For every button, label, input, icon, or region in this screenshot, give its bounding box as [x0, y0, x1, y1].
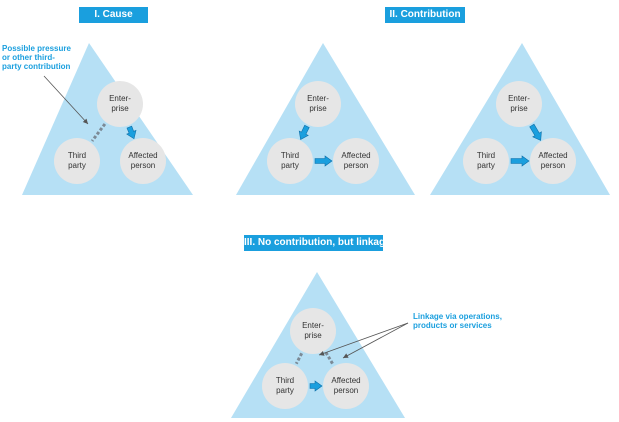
panel-2-node-affected-label-1: Affected — [341, 151, 370, 160]
panel-1-node-third — [54, 138, 100, 184]
panel-4-node-enterprise-label-2: prise — [304, 331, 322, 340]
panel-4-node-third — [262, 363, 308, 409]
panel-3-link-third-to-affected — [510, 155, 530, 167]
linkage-pointer-arrow-left — [318, 322, 409, 356]
linkage-pointer-arrow-left-head — [319, 351, 325, 356]
pressure-note: Possible pressure or other third- party … — [2, 44, 71, 71]
pressure-pointer-arrow — [43, 75, 89, 125]
panel-1-node-enterprise-label-2: prise — [111, 104, 129, 113]
panel-3-link-enterprise-to-affected — [529, 123, 542, 141]
panel-3-node-third-label-2: party — [477, 161, 495, 170]
pressure-note-line-3: party contribution — [2, 62, 71, 71]
panel-2-node-enterprise — [295, 81, 341, 127]
linkage-note-line-2: products or services — [413, 321, 492, 330]
panel-4-node-affected — [323, 363, 369, 409]
panel-4-node-affected-label-2: person — [334, 386, 358, 395]
panel-3-node-enterprise — [496, 81, 542, 127]
panel-2-node-affected — [333, 138, 379, 184]
panel-2-node-third-label-1: Third — [281, 151, 299, 160]
panel-4-node-affected-label-1: Affected — [331, 376, 360, 385]
panel-3-node-third — [463, 138, 509, 184]
panel-1-link-enterprise-to-affected — [126, 125, 137, 140]
panel-1-node-affected-label-1: Affected — [128, 151, 157, 160]
panel-2-node-enterprise-label-2: prise — [309, 104, 327, 113]
linkage-pointer-arrow-right-head — [343, 353, 349, 358]
panel-4-node-third-label-1: Third — [276, 376, 294, 385]
panel-4-link-enterprise-third-dotted — [294, 352, 304, 365]
panel-2-link-enterprise-to-third — [298, 124, 310, 140]
panel-4-node-enterprise-label-1: Enter- — [302, 321, 324, 330]
panel-1-node-enterprise — [97, 81, 143, 127]
panel-1-node-third-label-2: party — [68, 161, 86, 170]
panel-title-cause: I. Cause — [79, 7, 148, 23]
panel-3-node-affected-label-2: person — [541, 161, 565, 170]
panel-1-node-enterprise-label-1: Enter- — [109, 94, 131, 103]
linkage-pointer-arrow-right — [342, 322, 409, 359]
panel-3-node-enterprise-label-1: Enter- — [508, 94, 530, 103]
pressure-pointer-arrow-head — [82, 118, 88, 124]
linkage-note: Linkage via operations, products or serv… — [413, 312, 502, 330]
panel-3-node-enterprise-label-2: prise — [510, 104, 528, 113]
panel-2-node-third — [267, 138, 313, 184]
panel-title-contribution: II. Contribution — [385, 7, 465, 23]
pressure-note-line-2: or other third- — [2, 53, 55, 62]
panel-4-node-third-label-2: party — [276, 386, 294, 395]
panel-3-node-affected-label-1: Affected — [538, 151, 567, 160]
panel-2-node-enterprise-label-1: Enter- — [307, 94, 329, 103]
linkage-note-line-1: Linkage via operations, — [413, 312, 502, 321]
panel-2-link-third-to-affected — [314, 155, 333, 167]
pressure-note-line-1: Possible pressure — [2, 44, 71, 53]
panel-1-node-affected-label-2: person — [131, 161, 155, 170]
panel-1-node-affected — [120, 138, 166, 184]
panel-2-node-third-label-2: party — [281, 161, 299, 170]
panel-2-node-affected-label-2: person — [344, 161, 368, 170]
panel-4-node-enterprise — [290, 308, 336, 354]
panel-4-link-third-to-affected — [309, 380, 323, 392]
panel-3-node-affected — [530, 138, 576, 184]
panel-1-node-third-label-1: Third — [68, 151, 86, 160]
panel-title-linkage: III. No contribution, but linkage — [244, 235, 391, 251]
panel-1-link-third-to-enterprise-dotted — [90, 123, 107, 142]
panel-4-link-enterprise-affected-dotted — [324, 351, 335, 366]
panel-3-node-third-label-1: Third — [477, 151, 495, 160]
